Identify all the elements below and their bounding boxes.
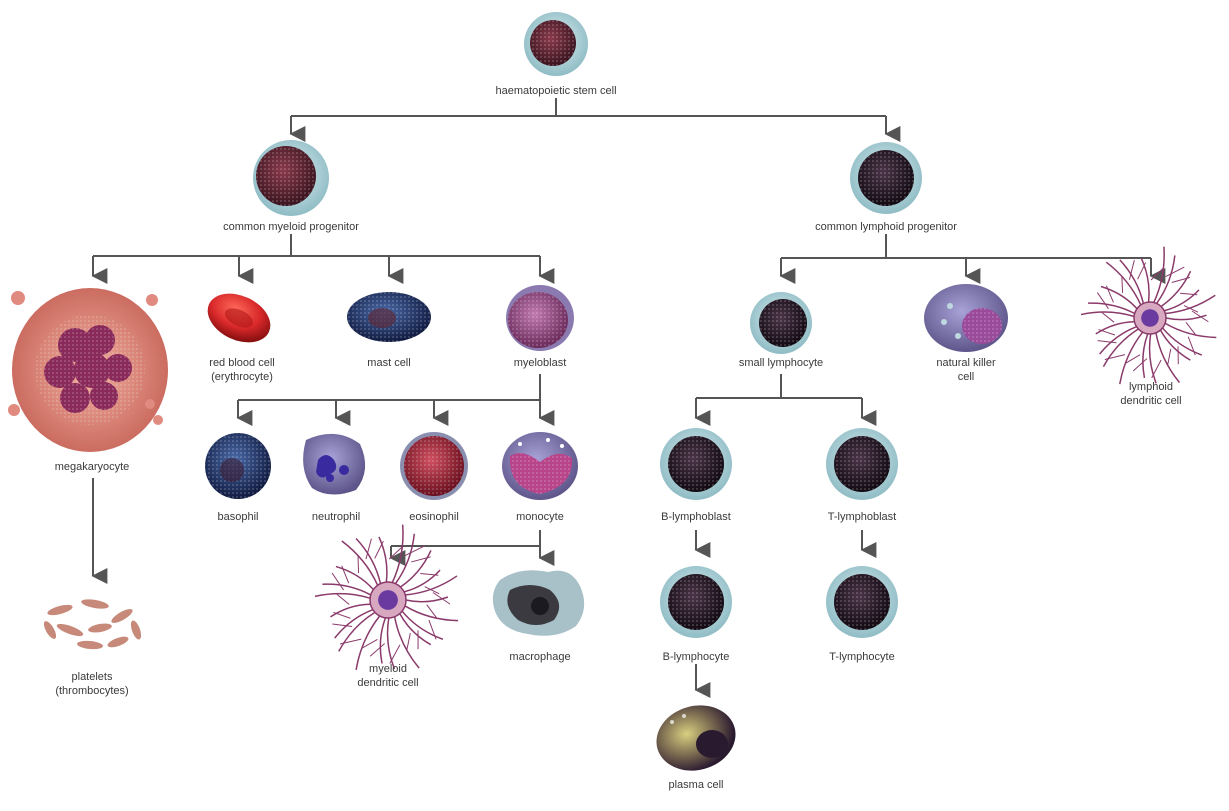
b-lymphoblast-cell — [660, 428, 732, 500]
rbc-label-line1: red blood cell — [209, 357, 275, 369]
clp-label: common lymphoid progenitor — [815, 221, 957, 233]
lymphoid-dc-label-line1: lymphoid — [1128, 381, 1174, 393]
myeloid-dc-label-line2: dendritic cell — [357, 677, 419, 689]
small-lymphocyte-cell — [750, 292, 812, 354]
eosinophil-label: eosinophil — [409, 511, 459, 523]
nk-label-line2: cell — [957, 371, 975, 383]
monocyte-cell — [502, 432, 578, 500]
rbc-label: red blood cell (erythrocyte) — [209, 356, 274, 384]
myeloid-dc-label-line1: myeloid — [369, 663, 407, 675]
nk-label-line1: natural killer — [936, 357, 996, 369]
b-lymphocyte-label: B-lymphocyte — [662, 651, 730, 663]
t-lymphocyte-label: T-lymphocyte — [829, 651, 895, 663]
myeloid-dc-label: myeloid dendritic cell — [357, 662, 418, 690]
basophil-label: basophil — [217, 511, 259, 523]
connectors — [91, 98, 1166, 698]
rbc-label-line2: (erythrocyte) — [211, 371, 273, 383]
macrophage-label: macrophage — [509, 651, 571, 663]
cmp-cell — [253, 140, 329, 216]
mast-label: mast cell — [367, 357, 411, 369]
myeloblast-label: myeloblast — [513, 357, 567, 369]
neutrophil-cell — [303, 433, 366, 495]
platelets-label-line2: (thrombocytes) — [55, 685, 129, 697]
platelets-label-line1: platelets — [71, 671, 113, 683]
nk-cell — [924, 284, 1008, 352]
nk-label: natural killer cell — [936, 356, 995, 384]
monocyte-label: monocyte — [516, 511, 564, 523]
hsc-cell — [524, 12, 588, 76]
t-lymphoblast-cell — [826, 428, 898, 500]
lymphoid-dendritic-cell — [1080, 246, 1217, 385]
myeloid-dendritic-cell — [314, 524, 459, 670]
mast-cell — [347, 292, 431, 342]
b-lymphoblast-label: B-lymphoblast — [661, 511, 731, 523]
clp-cell — [850, 142, 922, 214]
b-lymphocyte-cell — [660, 566, 732, 638]
basophil-cell — [205, 433, 271, 499]
myeloblast-cell — [506, 285, 574, 351]
plasma-label: plasma cell — [668, 779, 724, 791]
macrophage-cell — [492, 570, 585, 636]
lymphoid-dc-label: lymphoid dendritic cell — [1120, 380, 1181, 408]
plasma-cell — [656, 705, 736, 771]
hsc-label: haematopoietic stem cell — [495, 85, 617, 97]
t-lymphoblast-label: T-lymphoblast — [827, 511, 897, 523]
megakaryocyte-label: megakaryocyte — [54, 461, 130, 473]
rbc-cell — [207, 293, 271, 343]
eosinophil-cell — [400, 432, 468, 500]
cmp-label: common myeloid progenitor — [223, 221, 359, 233]
platelets-label: platelets (thrombocytes) — [55, 670, 128, 698]
platelets-group — [43, 599, 142, 650]
neutrophil-label: neutrophil — [311, 511, 361, 523]
megakaryocyte-cell — [8, 288, 168, 452]
t-lymphocyte-cell — [826, 566, 898, 638]
small-lymphocyte-label: small lymphocyte — [738, 357, 824, 369]
lymphoid-dc-label-line2: dendritic cell — [1120, 395, 1182, 407]
